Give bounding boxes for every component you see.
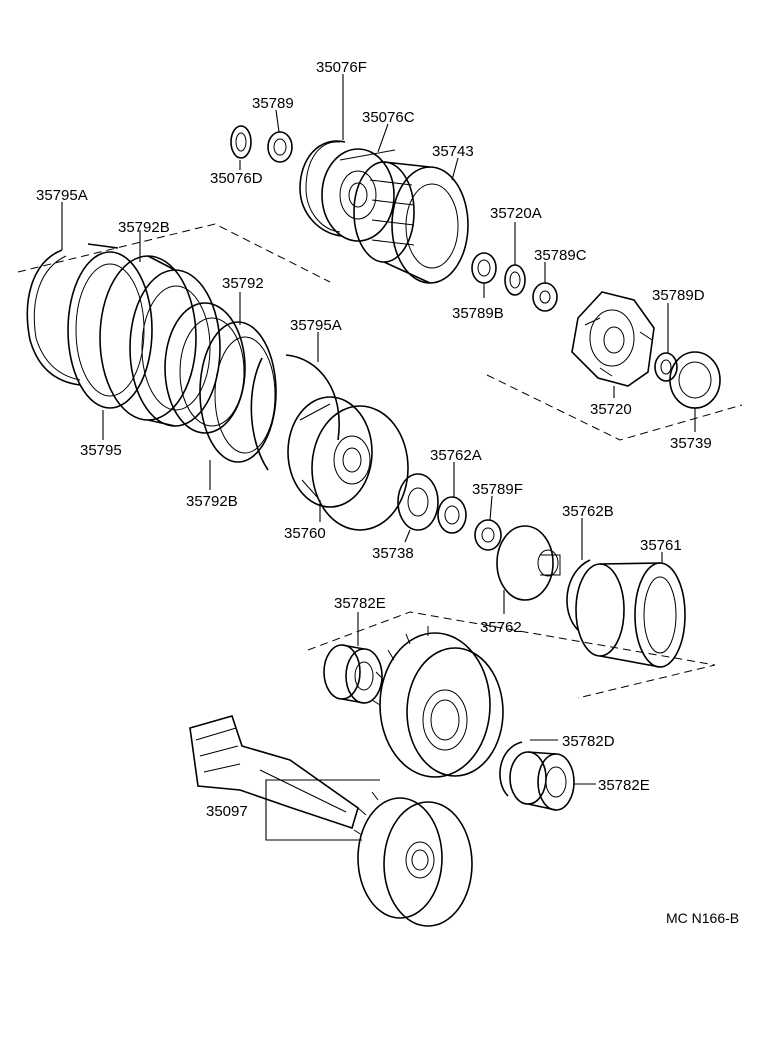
label-35762B: 35762B <box>562 503 614 520</box>
label-35720: 35720 <box>590 401 632 418</box>
diagram-reference: MC N166-B <box>666 910 739 926</box>
label-35792: 35792 <box>222 275 264 292</box>
washer-35789 <box>267 131 293 163</box>
washer-35789F <box>474 519 502 551</box>
label-35789D: 35789D <box>652 287 705 304</box>
gear-large-35097 <box>371 626 504 778</box>
label-35738: 35738 <box>372 545 414 562</box>
snap-ring-35762B <box>566 559 591 631</box>
label-35097: 35097 <box>206 803 248 820</box>
bearing-35076D <box>230 125 252 159</box>
bearing-35720A <box>504 264 526 296</box>
label-35760: 35760 <box>284 525 326 542</box>
label-35795: 35795 <box>80 442 122 459</box>
plate-35738 <box>397 473 439 531</box>
bearing-35782E-top <box>323 644 383 704</box>
label-35782D: 35782D <box>562 733 615 750</box>
washer-35789D <box>654 352 678 382</box>
label-35076C: 35076C <box>362 109 415 126</box>
part-labels: 35076F 35789 35076C 35743 35076D 35795A … <box>36 59 712 820</box>
washer-35789C <box>532 282 558 312</box>
label-35795A-mid: 35795A <box>290 317 342 334</box>
label-35076D: 35076D <box>210 170 263 187</box>
bearing-35782E-bottom <box>509 751 575 811</box>
label-35762A: 35762A <box>430 447 482 464</box>
label-35782E-top: 35782E <box>334 595 386 612</box>
snap-ring-35795A <box>26 243 119 386</box>
label-35789: 35789 <box>252 95 294 112</box>
drum-35761 <box>575 562 686 668</box>
shaft-35097 <box>189 715 359 830</box>
label-35720A: 35720A <box>490 205 542 222</box>
label-35789C: 35789C <box>534 247 587 264</box>
hub-35076C <box>321 148 396 242</box>
drum-35743 <box>353 161 469 284</box>
label-35789F: 35789F <box>472 481 523 498</box>
label-35792B-bottom: 35792B <box>186 493 238 510</box>
snap-ring-35795A-mid <box>250 354 340 471</box>
label-35789B: 35789B <box>452 305 504 322</box>
drum-35760 <box>287 396 409 531</box>
snap-ring-35076F <box>299 140 346 237</box>
snap-ring-35782D <box>499 741 523 797</box>
label-35782E-bottom: 35782E <box>598 777 650 794</box>
carrier-35720 <box>571 291 655 387</box>
clutch-drum-35792B <box>99 255 221 427</box>
plate-35739 <box>669 351 721 409</box>
bearing-35762A <box>437 496 467 534</box>
label-35762: 35762 <box>480 619 522 636</box>
leader-lines <box>61 74 696 841</box>
label-35739: 35739 <box>670 435 712 452</box>
label-35743: 35743 <box>432 143 474 160</box>
label-35795A-left: 35795A <box>36 187 88 204</box>
group-boundaries <box>17 223 743 699</box>
label-35761: 35761 <box>640 537 682 554</box>
washer-35789B <box>471 252 497 284</box>
clutch-pack-35792 <box>164 302 277 463</box>
label-35792B-top: 35792B <box>118 219 170 236</box>
gear-35762 <box>496 525 561 601</box>
gear-small-35097 <box>353 791 473 927</box>
label-35076F: 35076F <box>316 59 367 76</box>
ring-35795 <box>67 251 153 409</box>
